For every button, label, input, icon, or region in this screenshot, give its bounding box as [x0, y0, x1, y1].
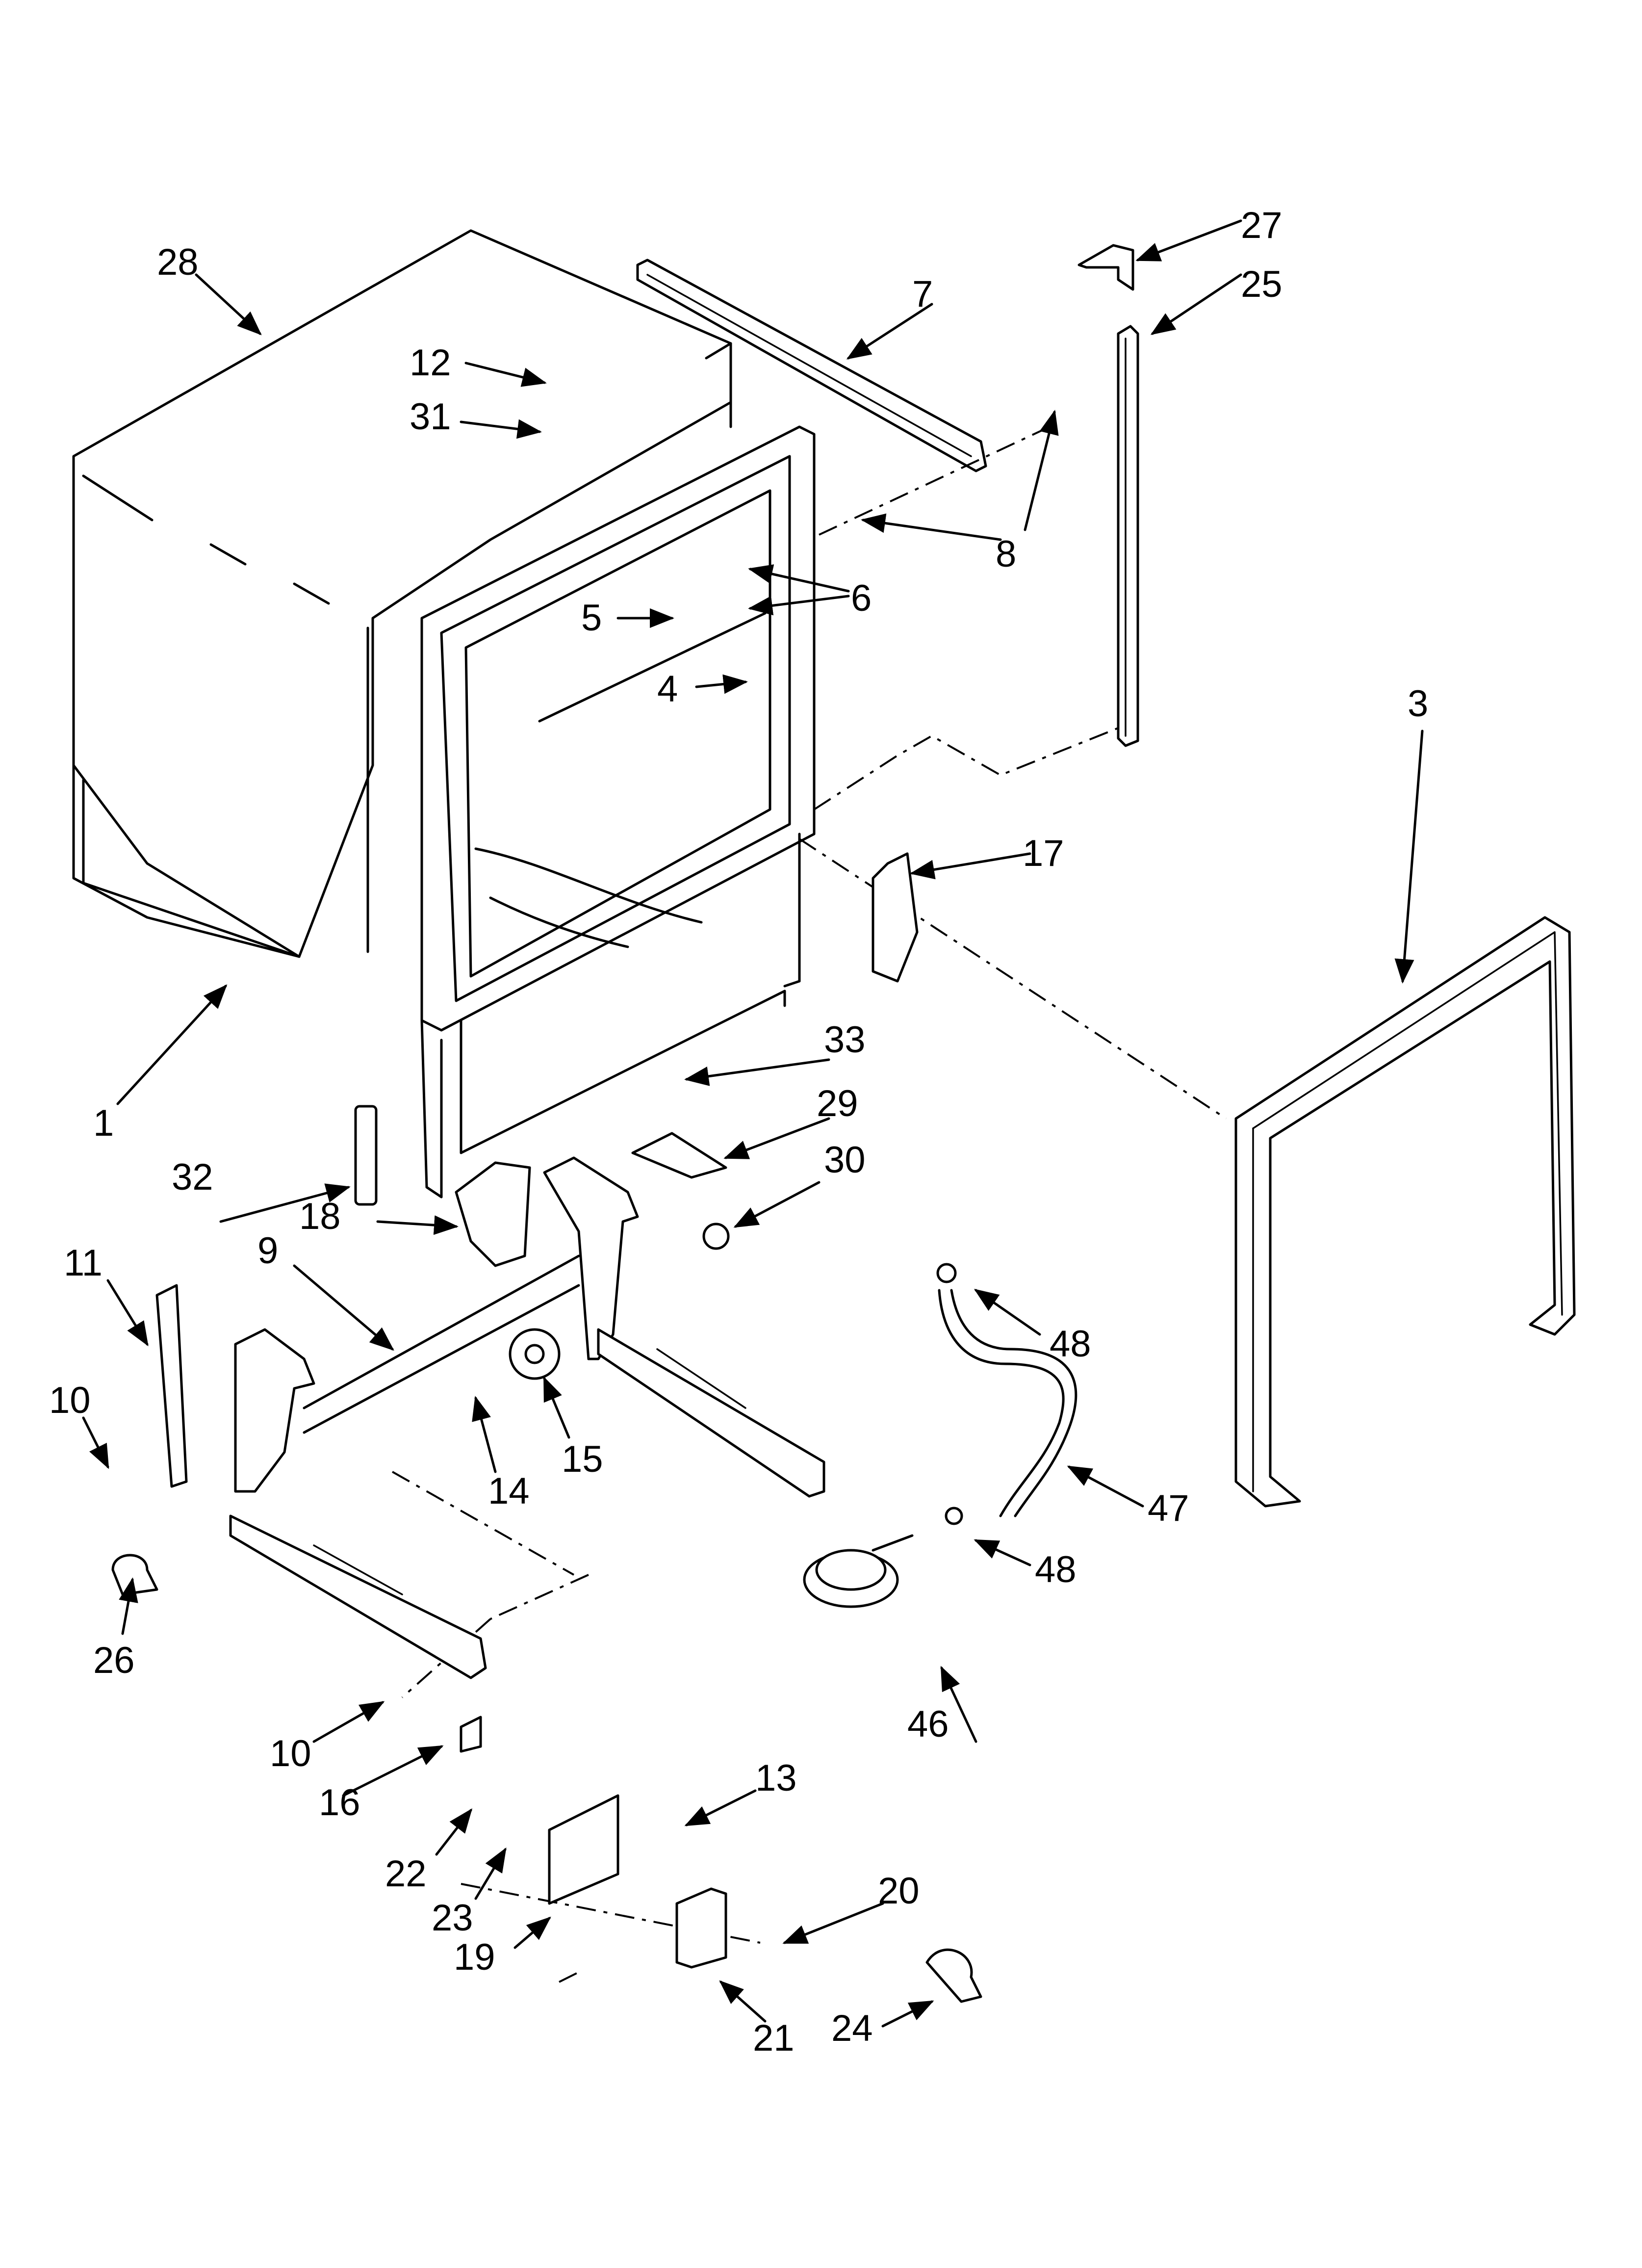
callout-labels: 1 3 4 5 6 7 8 9 10 10 11 12 13 14 15 16 … — [49, 205, 1428, 2059]
callout-29: 29 — [817, 1083, 858, 1124]
callout-23: 23 — [432, 1897, 473, 1939]
callout-14: 14 — [488, 1470, 530, 1512]
callout-24: 24 — [831, 2007, 873, 2049]
callout-11: 11 — [64, 1242, 103, 1284]
callout-8: 8 — [996, 533, 1016, 575]
callout-20: 20 — [878, 1870, 920, 1912]
callout-48-a: 48 — [1050, 1323, 1091, 1365]
tub-frame — [420, 342, 816, 1199]
callout-15: 15 — [562, 1438, 603, 1480]
callout-22: 22 — [385, 1853, 427, 1895]
callout-3: 3 — [1408, 683, 1428, 725]
callout-17: 17 — [1023, 833, 1064, 874]
callout-12: 12 — [410, 342, 451, 384]
top-rail — [636, 259, 987, 472]
callout-47: 47 — [1148, 1487, 1189, 1529]
callout-10-a: 10 — [49, 1380, 91, 1421]
callout-19: 19 — [454, 1936, 495, 1978]
callout-48-b: 48 — [1035, 1549, 1077, 1590]
door-gasket — [1234, 916, 1576, 1508]
callout-9: 9 — [257, 1230, 278, 1272]
tub-insulation-blanket — [72, 229, 732, 958]
callout-26: 26 — [93, 1640, 135, 1681]
callout-27: 27 — [1241, 205, 1283, 246]
callout-31: 31 — [410, 396, 451, 438]
leg-assembly — [229, 1156, 825, 1679]
small-parts — [111, 852, 1078, 2003]
callout-46: 46 — [907, 1703, 949, 1745]
callout-16: 16 — [319, 1782, 360, 1824]
leader-lines — [82, 219, 1424, 2028]
callout-25: 25 — [1241, 263, 1283, 305]
callout-18: 18 — [299, 1196, 341, 1237]
callout-33: 33 — [824, 1019, 866, 1061]
callout-6: 6 — [851, 577, 872, 619]
callout-4: 4 — [657, 668, 678, 710]
callout-13: 13 — [755, 1757, 797, 1799]
callout-32: 32 — [172, 1156, 213, 1198]
callout-7: 7 — [912, 273, 933, 315]
side-strip — [1117, 325, 1139, 747]
callout-30: 30 — [824, 1139, 866, 1181]
callout-1: 1 — [93, 1102, 114, 1144]
callout-10-b: 10 — [270, 1733, 311, 1774]
callout-5: 5 — [581, 597, 602, 639]
callout-21: 21 — [753, 2017, 795, 2059]
strip-cap — [1078, 244, 1134, 291]
callout-28: 28 — [157, 241, 199, 283]
